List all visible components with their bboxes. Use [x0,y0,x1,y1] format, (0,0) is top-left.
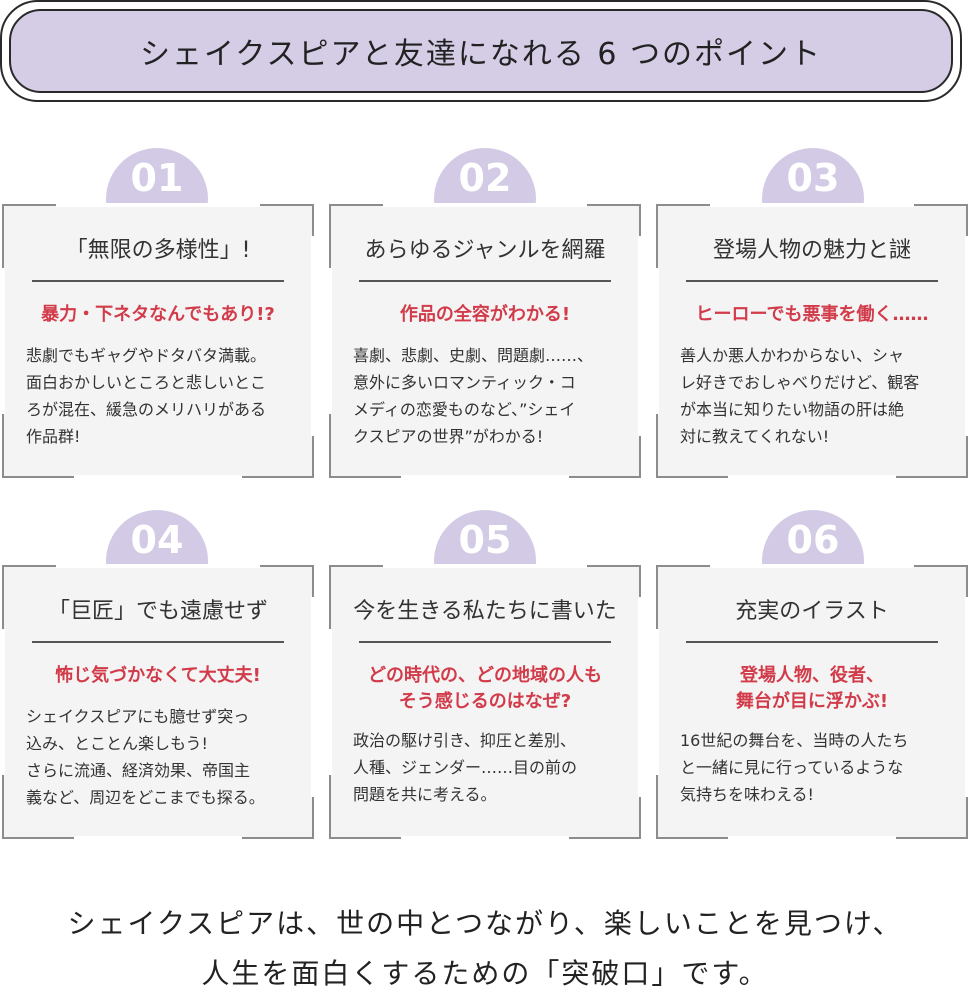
card-subtitle: 暴力・下ネタなんでもあり!? [41,304,275,325]
card-subtitle: ヒーローでも悪事を働く…… [695,304,929,325]
number-01: 01 [130,156,184,200]
card-body: シェイクスピアにも臆せず突っ 込み、とことん楽しもう! さらに流通、経済効果、帝… [26,707,265,807]
card-title: 充実のイラスト [735,599,889,624]
number-03: 03 [786,156,840,200]
footer-line-2: 人生を面白くするための「突破口」です。 [201,957,769,990]
number-06: 06 [786,518,840,562]
card-subtitle: 怖じ気づかなくて大丈夫! [55,665,261,686]
card-body: 政治の駆け引き、抑圧と差別、 人種、ジェンダー……目の前の 問題を共に考える。 [353,731,578,804]
number-02: 02 [458,156,512,200]
card-title: 「無限の多様性」! [65,238,251,263]
card-divider [32,280,284,282]
card-body: 善人か悪人かわからない、シャ レ好きでおしゃべりだけど、観客 が本当に知りたい物… [680,346,920,446]
title-banner: シェイクスピアと友達になれる 6 つのポイント [0,0,962,102]
card-divider [686,641,938,643]
card-title: あらゆるジャンルを網羅 [364,238,606,263]
card-divider [686,280,938,282]
footer-line-1: シェイクスピアは、世の中とつながり、楽しいことを見つけ、 [67,907,903,940]
card-body: 悲劇でもギャグやドタバタ満載。 面白おかしいところと悲しいとこ ろが混在、緩急の… [26,346,267,446]
card-subtitle: どの時代の、どの地域の人も そう感じるのはなぜ? [368,665,602,712]
card-subtitle: 作品の全容がわかる! [399,304,571,325]
card-title: 「巨匠」でも遠慮せず [47,599,268,624]
page-title: シェイクスピアと友達になれる 6 つのポイント [139,37,823,72]
point-card-02: あらゆるジャンルを網羅 作品の全容がわかる! 喜劇、悲劇、史劇、問題劇……、 意… [328,203,642,479]
card-divider [32,641,284,643]
card-title: 登場人物の魅力と謎 [712,238,911,263]
title-banner-inner: シェイクスピアと友達になれる 6 つのポイント [9,9,953,93]
card-title: 今を生きる私たちに書いた [353,599,617,624]
number-04: 04 [130,518,184,562]
number-05: 05 [458,518,512,562]
point-card-04: 「巨匠」でも遠慮せず 怖じ気づかなくて大丈夫! シェイクスピアにも臆せず突っ 込… [1,564,315,840]
point-card-01: 「無限の多様性」! 暴力・下ネタなんでもあり!? 悲劇でもギャグやドタバタ満載。… [1,203,315,479]
card-divider [359,641,611,643]
card-subtitle: 登場人物、役者、 舞台が目に浮かぶ! [735,665,889,712]
card-divider [359,280,611,282]
point-card-03: 登場人物の魅力と謎 ヒーローでも悪事を働く…… 善人か悪人かわからない、シャ レ… [655,203,969,479]
point-card-05: 今を生きる私たちに書いた どの時代の、どの地域の人も そう感じるのはなぜ? 政治… [328,564,642,840]
point-card-06: 充実のイラスト 登場人物、役者、 舞台が目に浮かぶ! 16世紀の舞台を、当時の人… [655,564,969,840]
card-body: 喜劇、悲劇、史劇、問題劇……、 意外に多いロマンティック・コ メディの恋愛ものな… [353,346,594,446]
card-body: 16世紀の舞台を、当時の人たち と一緒に見に行っているような 気持ちを味わえる! [680,731,909,804]
